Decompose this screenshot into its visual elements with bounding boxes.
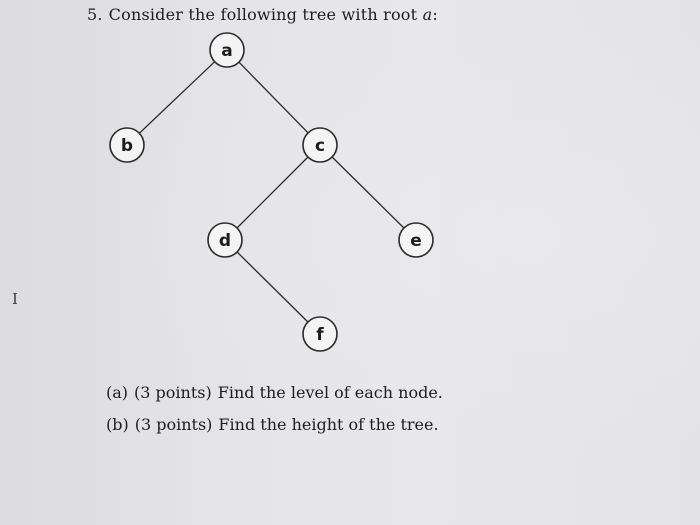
- edge-a-b: [138, 61, 216, 134]
- node-circle-f: [302, 316, 338, 352]
- part-b-points: (3 points): [134, 415, 213, 434]
- node-label-e: e: [410, 231, 422, 251]
- node-circle-a: [209, 32, 245, 68]
- node-circle-c: [302, 127, 338, 163]
- tree-node-c: c: [302, 127, 338, 163]
- node-circle-e: [398, 222, 434, 258]
- node-label-d: d: [219, 231, 231, 251]
- question-text: Consider the following tree with root: [108, 5, 418, 24]
- node-label-c: c: [315, 136, 325, 156]
- tree-node-d: d: [207, 222, 243, 258]
- part-b: (b) (3 points) Find the height of the tree…: [106, 415, 439, 434]
- question-number: 5.: [87, 5, 103, 24]
- tree-node-a: a: [209, 32, 245, 68]
- part-a-label: (a): [106, 383, 129, 402]
- edge-a-c: [238, 61, 309, 134]
- part-b-text: Find the height of the tree.: [218, 415, 439, 434]
- part-b-label: (b): [106, 415, 129, 434]
- tree-node-e: e: [398, 222, 434, 258]
- root-variable: a: [422, 5, 433, 24]
- tree-edges: [138, 61, 405, 323]
- tree-node-b: b: [109, 127, 145, 163]
- node-circle-d: [207, 222, 243, 258]
- node-label-f: f: [316, 325, 324, 345]
- part-a: (a) (3 points) Find the level of each node…: [106, 383, 443, 402]
- node-label-b: b: [121, 136, 133, 156]
- tree-nodes: a b c d e f: [109, 32, 434, 352]
- part-a-text: Find the level of each node.: [217, 383, 443, 402]
- question-title: 5.Consider the following tree with root …: [87, 5, 438, 24]
- text-cursor-icon: I: [12, 290, 18, 308]
- tree-node-f: f: [302, 316, 338, 352]
- node-label-a: a: [221, 41, 232, 61]
- node-circle-b: [109, 127, 145, 163]
- part-a-points: (3 points): [134, 383, 212, 402]
- edge-c-d: [236, 156, 309, 229]
- edge-d-f: [236, 251, 309, 323]
- question-colon: :: [432, 5, 438, 24]
- edge-c-e: [331, 156, 405, 229]
